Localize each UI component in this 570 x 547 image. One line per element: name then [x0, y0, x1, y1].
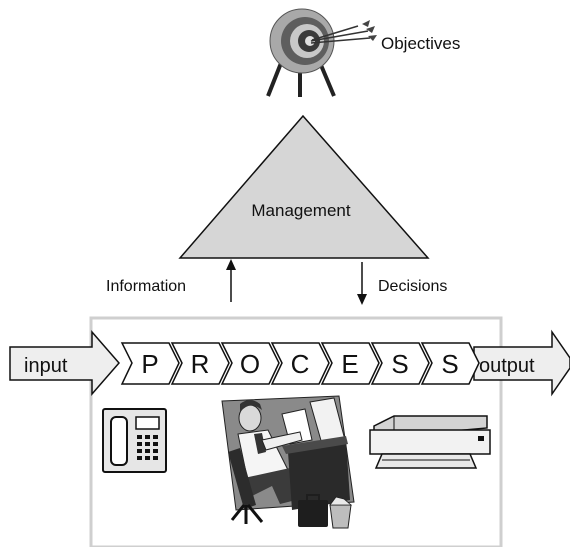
process-chevron-2: R [170, 342, 230, 385]
process-chevron-6: S [370, 342, 430, 385]
process-chevron-1: P [120, 342, 180, 385]
process-letter: R [191, 349, 210, 379]
objectives-label: Objectives [381, 34, 460, 53]
decisions-arrow [357, 262, 367, 305]
process-chevron-5: E [320, 342, 380, 385]
management-label: Management [251, 201, 351, 220]
input-label: input [24, 355, 68, 377]
management-triangle [178, 114, 430, 259]
telephone-icon [102, 408, 167, 473]
output-label: output [479, 355, 535, 377]
information-arrow [226, 259, 236, 302]
process-chevron-3: O [220, 342, 280, 385]
process-chevron-4: C [270, 342, 330, 385]
input-arrow [9, 329, 120, 397]
decisions-label: Decisions [378, 278, 447, 295]
process-letter: S [391, 349, 408, 379]
process-letter: O [240, 349, 260, 379]
process-letter: C [291, 349, 310, 379]
process-letter: P [141, 349, 158, 379]
output-arrow [473, 329, 570, 397]
target-icon [266, 8, 377, 97]
process-chevron-7: S [420, 342, 480, 385]
information-label: Information [106, 278, 186, 295]
printer-icon [369, 415, 491, 469]
office-worker-icon [221, 395, 355, 529]
process-letter: E [341, 349, 358, 379]
process-letter: S [441, 349, 458, 379]
